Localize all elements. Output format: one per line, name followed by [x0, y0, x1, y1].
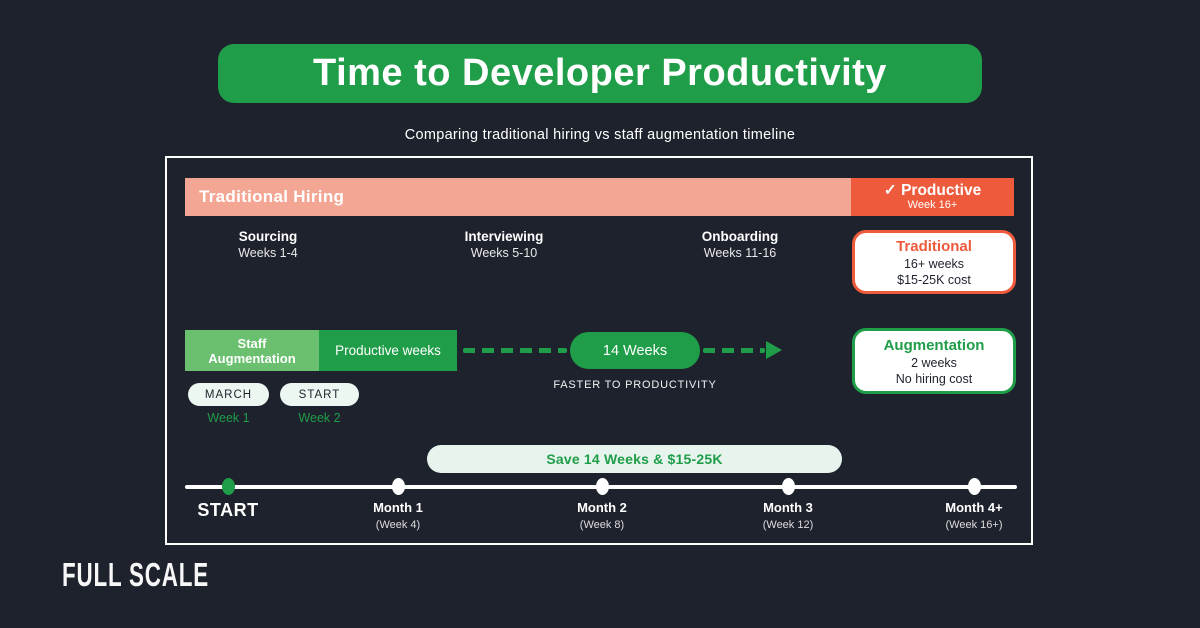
- fourteen-weeks-pill: 14 Weeks: [570, 332, 700, 369]
- phase-name: Sourcing: [238, 229, 298, 244]
- timeline-dot: [392, 478, 405, 495]
- savings-banner: Save 14 Weeks & $15-25K: [427, 445, 842, 473]
- page-title: Time to Developer Productivity: [313, 52, 887, 94]
- timeline-dot: [596, 478, 609, 495]
- traditional-card-weeks: 16+ weeks: [903, 256, 965, 271]
- augmentation-summary-card: Augmentation 2 weeks No hiring cost: [852, 328, 1016, 394]
- milestone-week: (Week 16+): [945, 519, 1003, 531]
- traditional-card-cost: $15-25K cost: [897, 272, 971, 287]
- dashed-arrow-segment: [703, 348, 765, 353]
- phase-weeks: Weeks 1-4: [238, 246, 298, 260]
- comparison-panel: Traditional Hiring ✓ Productive Week 16+…: [165, 156, 1033, 545]
- timeline-milestone: Month 3 (Week 12): [728, 500, 848, 533]
- timeline-dot: [782, 478, 795, 495]
- traditional-productive-badge: ✓ Productive Week 16+: [851, 178, 1014, 216]
- traditional-hiring-label: Traditional Hiring: [199, 187, 345, 206]
- timeline-milestone: Month 2 (Week 8): [542, 500, 662, 533]
- milestone-label: Month 3: [763, 500, 813, 515]
- start-tag: START: [280, 383, 359, 406]
- traditional-summary-card: Traditional 16+ weeks $15-25K cost: [852, 230, 1016, 294]
- augmentation-card-weeks: 2 weeks: [911, 355, 957, 370]
- phase-interviewing: Interviewing Weeks 5-10: [429, 228, 579, 262]
- fourteen-weeks-label: 14 Weeks: [602, 342, 668, 359]
- traditional-card-title: Traditional: [896, 237, 972, 255]
- timeline-dot-start: [222, 478, 235, 495]
- arrow-head-icon: [766, 341, 782, 359]
- milestone-week: (Week 8): [579, 519, 625, 531]
- dashed-arrow-segment: [463, 348, 567, 353]
- full-scale-logo: FULL SCALE: [62, 556, 209, 594]
- productive-weeks-label: Productive weeks: [335, 343, 441, 358]
- march-tag-label: MARCH: [204, 388, 253, 401]
- week-1-label: Week 1: [207, 411, 250, 425]
- phase-onboarding: Onboarding Weeks 11-16: [665, 228, 815, 262]
- productive-badge-title: ✓ Productive: [883, 182, 982, 199]
- augmentation-card-cost: No hiring cost: [895, 371, 973, 386]
- savings-banner-label: Save 14 Weeks & $15-25K: [546, 451, 723, 467]
- augmentation-card-title: Augmentation: [883, 336, 985, 354]
- phase-weeks: Weeks 11-16: [703, 246, 777, 260]
- staff-augmentation-block: Staff Augmentation: [185, 330, 319, 371]
- timeline-milestone: Month 4+ (Week 16+): [914, 500, 1034, 533]
- traditional-hiring-bar: Traditional Hiring: [185, 178, 851, 216]
- timeline-milestone: Month 1 (Week 4): [338, 500, 458, 533]
- faster-to-productivity-caption: FASTER TO PRODUCTIVITY: [553, 379, 717, 391]
- productive-weeks-block: Productive weeks: [319, 330, 457, 371]
- week-2-label: Week 2: [298, 411, 341, 425]
- phase-weeks: Weeks 5-10: [470, 246, 538, 260]
- milestone-week: (Week 12): [762, 519, 814, 531]
- title-banner: Time to Developer Productivity: [218, 44, 982, 103]
- start-tag-label: START: [298, 388, 341, 401]
- phase-name: Interviewing: [464, 229, 544, 244]
- milestone-label: Month 4+: [945, 500, 1003, 515]
- timeline-start-label: START: [197, 500, 259, 520]
- milestone-label: Month 1: [373, 500, 423, 515]
- phase-name: Onboarding: [701, 229, 779, 244]
- milestone-week: (Week 4): [375, 519, 421, 531]
- staff-augmentation-label-line1: Staff: [237, 335, 267, 351]
- staff-augmentation-label-line2: Augmentation: [208, 350, 296, 366]
- milestone-label: Month 2: [577, 500, 627, 515]
- productive-badge-week: Week 16+: [907, 199, 958, 211]
- phase-sourcing: Sourcing Weeks 1-4: [193, 228, 343, 262]
- page-subtitle: Comparing traditional hiring vs staff au…: [404, 127, 796, 143]
- timeline-dot: [968, 478, 981, 495]
- march-tag: MARCH: [188, 383, 269, 406]
